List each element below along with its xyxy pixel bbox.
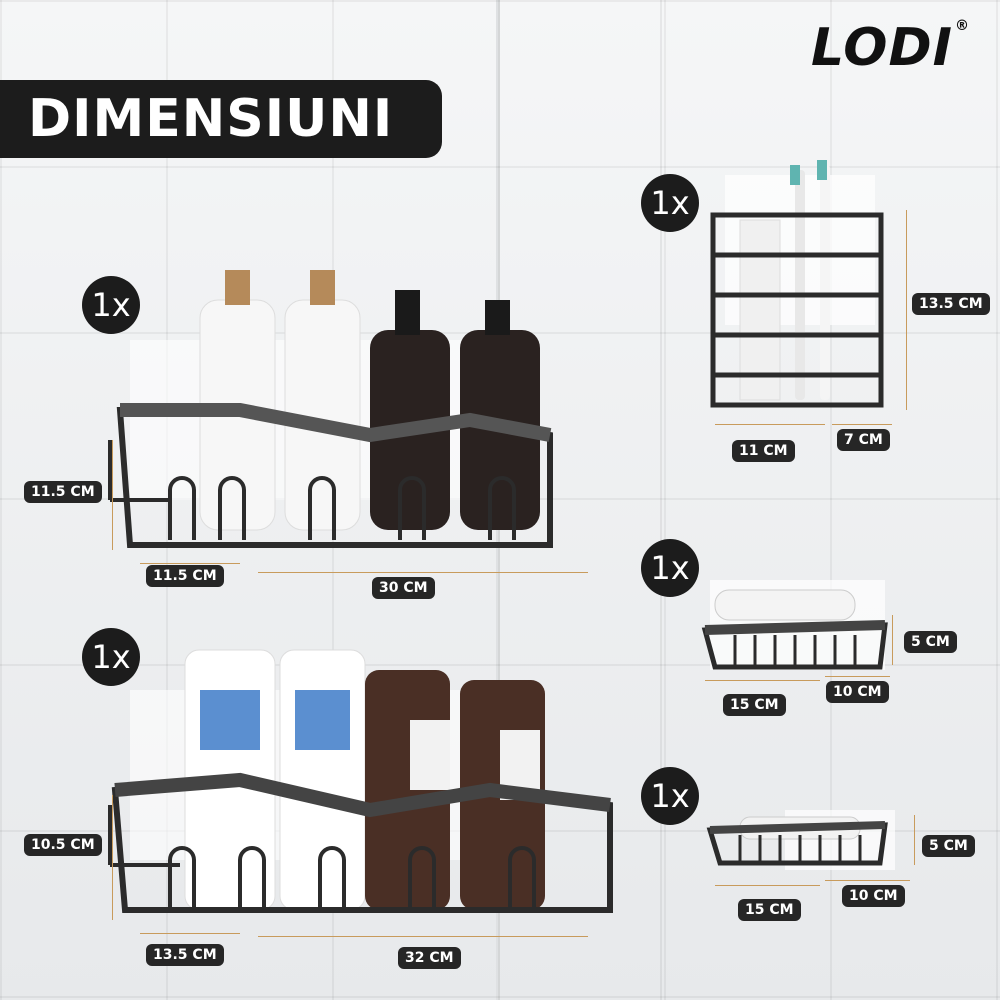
shelf-2-depth-label: 13.5 CM <box>146 944 224 966</box>
dish-small-depth-label: 10 CM <box>842 885 905 907</box>
dish-large-depth-label: 10 CM <box>826 681 889 703</box>
dish-small-depth-line <box>825 880 910 881</box>
quantity-badge-soap-dish-large: 1x <box>641 539 699 597</box>
dish-small-height-line <box>914 815 915 865</box>
shelf-2-width-label: 32 CM <box>398 947 461 969</box>
quantity-badge-shelf-2: 1x <box>82 628 140 686</box>
brand-logo: LODI® <box>811 18 970 78</box>
dish-large-depth-line <box>825 676 890 677</box>
toothbrush-holder-illustration <box>710 160 884 408</box>
quantity-badge-toothbrush-holder: 1x <box>641 174 699 232</box>
dish-small-width-label: 15 CM <box>738 899 801 921</box>
shelf-2-depth-line <box>140 933 240 934</box>
shelf-2-illustration <box>108 649 613 913</box>
shelf-1-height-line <box>112 440 113 550</box>
registered-mark: ® <box>955 18 970 34</box>
logo-text: LODI <box>811 18 953 78</box>
shelf-1-height-label: 11.5 CM <box>24 481 102 503</box>
shelf-2-width-line <box>258 936 588 937</box>
soap-dish-large-illustration <box>701 580 888 670</box>
holder-height-line <box>906 210 907 410</box>
shelf-1-width-label: 30 CM <box>372 577 435 599</box>
dish-large-height-line <box>892 615 893 665</box>
holder-depth-line <box>832 424 892 425</box>
holder-depth-label: 7 CM <box>837 429 890 451</box>
shelf-2-height-label: 10.5 CM <box>24 834 102 856</box>
soap-dish-small-illustration <box>706 810 895 870</box>
holder-width-line <box>715 424 825 425</box>
headline-text: DIMENSIUNI <box>28 89 394 149</box>
shelf-1-illustration <box>108 270 553 548</box>
shelf-1-width-line <box>258 572 588 573</box>
dish-large-width-line <box>705 680 820 681</box>
dish-large-width-label: 15 CM <box>723 694 786 716</box>
dish-small-height-label: 5 CM <box>922 835 975 857</box>
headline-banner: DIMENSIUNI <box>0 80 442 158</box>
shelf-1-depth-line <box>140 563 240 564</box>
shelf-1-depth-label: 11.5 CM <box>146 565 224 587</box>
holder-height-label: 13.5 CM <box>912 293 990 315</box>
quantity-badge-soap-dish-small: 1x <box>641 767 699 825</box>
holder-width-label: 11 CM <box>732 440 795 462</box>
dish-large-height-label: 5 CM <box>904 631 957 653</box>
wall-corner <box>660 0 662 1000</box>
quantity-badge-shelf-1: 1x <box>82 276 140 334</box>
dish-small-width-line <box>715 885 820 886</box>
shelf-2-height-line <box>112 795 113 920</box>
